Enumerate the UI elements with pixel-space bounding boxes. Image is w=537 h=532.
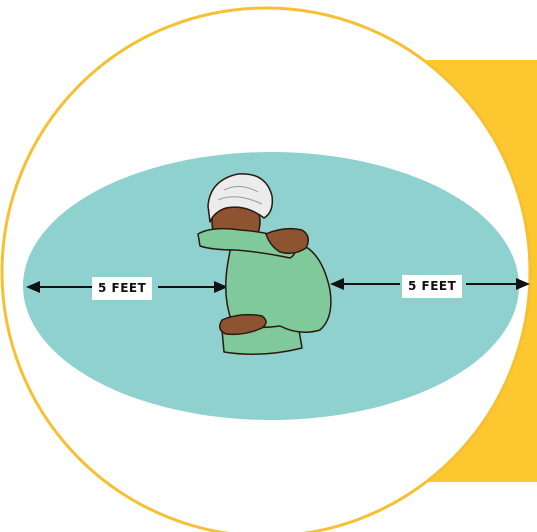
left-distance-label: 5 FEET: [92, 277, 152, 300]
right-distance-label: 5 FEET: [402, 275, 462, 298]
